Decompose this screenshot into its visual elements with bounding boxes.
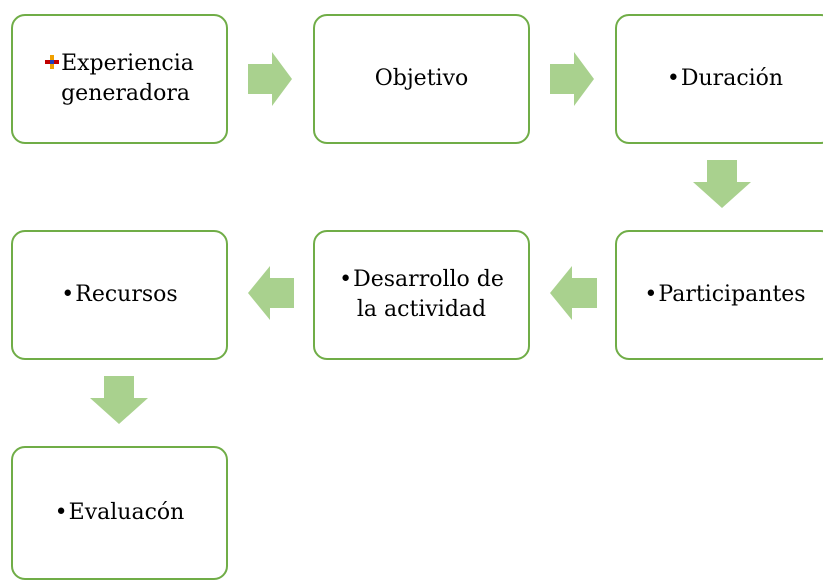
node-experiencia-generadora: Experiencia generadora [11, 14, 228, 144]
node-text: •Evaluacón [55, 498, 185, 528]
node-line: Duración [680, 66, 784, 91]
arrow-down-icon [90, 376, 148, 424]
node-line: Evaluacón [68, 500, 185, 525]
bullet: • [666, 66, 680, 91]
plus-bullet-icon [45, 55, 60, 69]
node-text: •Recursos [61, 280, 177, 310]
node-content: Experiencia generadora [45, 49, 194, 109]
node-objetivo: Objetivo [313, 14, 530, 144]
bullet: • [339, 267, 353, 292]
node-participantes: •Participantes [615, 230, 823, 360]
node-line: Desarrollo de [353, 267, 504, 292]
node-line: Recursos [75, 282, 178, 307]
node-text: •Desarrollo de la actividad [339, 265, 504, 325]
node-line: generadora [61, 81, 190, 106]
arrow-left-icon [550, 266, 597, 320]
node-text: •Participantes [644, 280, 805, 310]
node-duracion: •Duración [615, 14, 823, 144]
node-recursos: •Recursos [11, 230, 228, 360]
bullet: • [54, 500, 68, 525]
bullet: • [644, 282, 658, 307]
arrow-right-icon [248, 52, 292, 106]
node-line: Objetivo [374, 66, 469, 91]
node-line: Participantes [658, 282, 806, 307]
arrow-left-icon [248, 266, 294, 320]
bullet: • [61, 282, 75, 307]
node-desarrollo-actividad: •Desarrollo de la actividad [313, 230, 530, 360]
arrow-right-icon [550, 52, 594, 106]
arrow-down-icon [693, 160, 751, 208]
node-line: Experiencia [61, 51, 194, 76]
node-text: •Duración [667, 64, 783, 94]
node-line: la actividad [356, 297, 487, 322]
node-evaluacion: •Evaluacón [11, 446, 228, 580]
node-text: Experiencia generadora [61, 49, 194, 109]
